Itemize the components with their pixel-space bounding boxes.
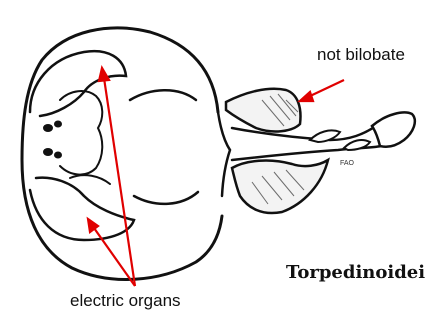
label-source-fao: FAO [340,160,354,167]
upper-pelvic-fin [226,89,300,132]
upper-electric-organ [30,51,126,116]
body-inner-line [70,175,110,184]
arrow-not-bilobate-shaft [308,80,344,97]
head-outline [60,91,102,175]
label-electric-organs: electric organs [70,291,181,311]
gill-curve-lower [134,192,198,204]
disc-shoulder [218,112,230,196]
spiracle-lower-2 [54,152,62,159]
spiracle-lower [43,148,53,156]
label-not-bilobate: not bilobate [317,45,405,65]
spiracle-upper [43,124,53,132]
lower-pelvic-fin [232,160,328,213]
arrow-not-bilobate-head [300,92,313,101]
lower-electric-organ [30,178,134,240]
gill-curve-upper [130,90,196,100]
arrow-organ-upper-head [99,68,109,81]
spiracle-upper-2 [54,121,62,128]
label-torpedinoidei: Torpedinoidei [286,262,425,283]
caudal-fin [372,113,415,147]
